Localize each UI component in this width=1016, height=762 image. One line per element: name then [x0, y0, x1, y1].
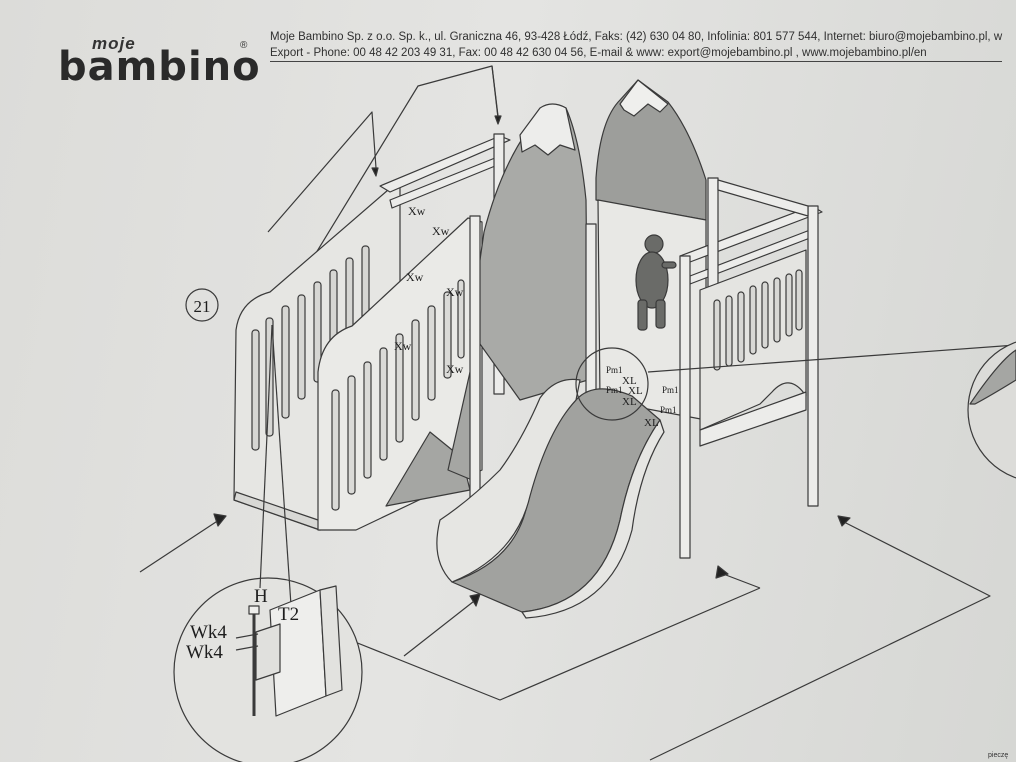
zoom-line	[647, 344, 1016, 373]
label-pm1: Pm1	[662, 385, 679, 395]
mountain-left	[469, 103, 589, 401]
label-xl: XL	[622, 396, 637, 408]
slide	[436, 378, 665, 619]
contact-line-domestic: Moje Bambino Sp. z o.o. Sp. k., ul. Gran…	[270, 31, 1003, 43]
zoom-circle-slide	[575, 347, 649, 421]
label-xw: Xw	[394, 339, 412, 353]
label-xw: Xw	[432, 224, 450, 238]
logo-main-text: bambino	[58, 44, 261, 90]
label-xw: Xw	[446, 285, 464, 299]
mountain-right	[595, 79, 707, 221]
step-number: 21	[194, 297, 211, 316]
brand-logo: moje bambino ®	[58, 34, 260, 90]
left-front-panel-slots	[331, 279, 465, 511]
stamp-note: pieczę	[988, 752, 1009, 759]
mountain-lower	[385, 371, 473, 507]
detail-labels: H T2 Wk4 Wk4	[186, 586, 299, 663]
label-pm1: Pm1	[606, 385, 623, 395]
label-wk4: Wk4	[186, 642, 223, 663]
bear-decal	[635, 234, 677, 331]
label-xw: Xw	[406, 270, 424, 284]
contact-line-export: Export - Phone: 00 48 42 203 49 31, Fax:…	[270, 45, 1003, 62]
label-wk4: Wk4	[190, 622, 227, 643]
logo-small-text: moje	[92, 34, 136, 53]
label-t2: T2	[278, 604, 299, 625]
label-pm1: Pm1	[606, 365, 623, 375]
label-pm1: Pm1	[660, 405, 677, 415]
label-xl: XL	[628, 385, 643, 397]
label-xl: XL	[622, 375, 637, 387]
pointer-lines	[267, 65, 502, 326]
label-xw: Xw	[408, 204, 426, 218]
floor-outline	[139, 513, 991, 761]
label-xw: Xw	[446, 362, 464, 376]
label-h: H	[254, 586, 268, 607]
part-labels: Xw Xw Xw Xw Xw Xw Pm1 XL Pm1 XL XL Pm1 P…	[394, 204, 679, 429]
bracket-detail	[173, 324, 363, 762]
label-xl: XL	[644, 417, 659, 429]
company-contact-info: Moje Bambino Sp. z o.o. Sp. k., ul. Gran…	[270, 29, 1003, 62]
step-number-badge: 21	[185, 288, 219, 322]
registered-mark: ®	[240, 40, 248, 51]
